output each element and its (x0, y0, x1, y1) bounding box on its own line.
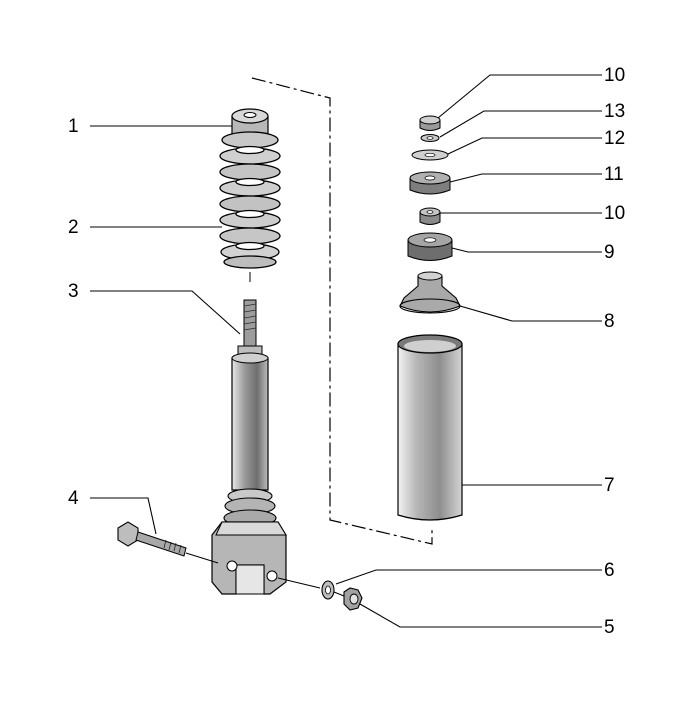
part-11-rubber-bush (409, 171, 451, 195)
callout-7: 7 (604, 475, 615, 496)
part-7-dust-cover (397, 334, 463, 521)
callout-8: 8 (604, 311, 615, 332)
callout-6: 6 (604, 560, 615, 581)
callout-11: 11 (604, 164, 624, 185)
callout-10-top: 10 (604, 65, 626, 86)
callout-9: 9 (604, 242, 615, 263)
callout-1: 1 (68, 116, 79, 137)
part-5-nut (343, 587, 363, 611)
part-3-shock-absorber (211, 299, 287, 595)
part-10-nut-lower (419, 207, 441, 225)
part-2-coil-spring (219, 131, 281, 269)
callout-4: 4 (68, 488, 79, 509)
callout-3: 3 (68, 281, 79, 302)
part-6-washer (321, 580, 335, 600)
leader-lines (90, 74, 602, 628)
callout-10-lower: 10 (604, 203, 626, 224)
part-10-nut-top (419, 115, 441, 131)
callout-12: 12 (604, 128, 626, 149)
callout-2: 2 (68, 217, 79, 238)
part-8-top-mount (399, 271, 461, 314)
alignment-path (251, 77, 433, 545)
part-13-small-washer (420, 134, 440, 142)
callout-5: 5 (604, 617, 615, 638)
callout-13: 13 (604, 101, 626, 122)
part-12-flat-washer (411, 149, 449, 161)
part-4-bolt (117, 521, 187, 557)
part-9-bush (407, 232, 453, 261)
